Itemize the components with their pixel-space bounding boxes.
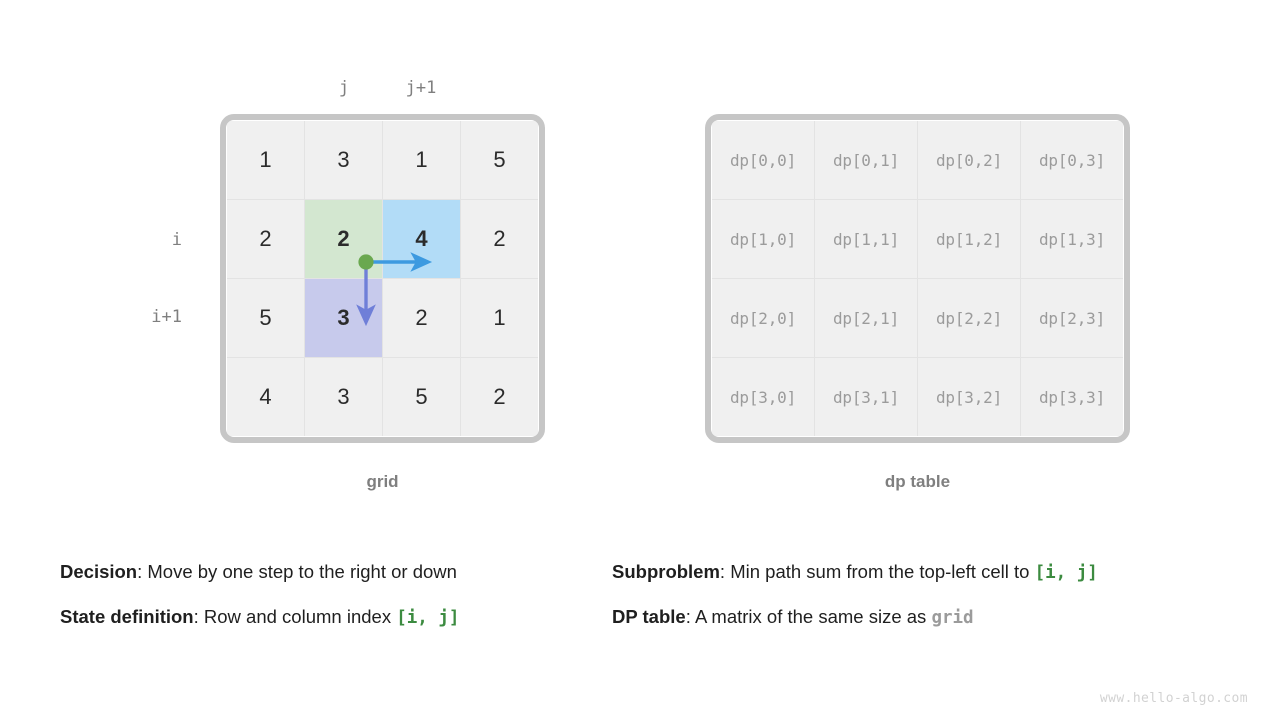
dp-cell-3-3: dp[3,3] — [1021, 358, 1123, 436]
dp-table-matrix: dp[0,0]dp[0,1]dp[0,2]dp[0,3]dp[1,0]dp[1,… — [705, 114, 1130, 443]
dp-cell-0-2: dp[0,2] — [918, 121, 1020, 199]
note-subproblem-code: [i, j] — [1034, 563, 1098, 583]
note-dptable-label: DP table — [612, 606, 686, 627]
note-decision: Decision: Move by one step to the right … — [60, 561, 457, 582]
grid-cell-0-1: 3 — [305, 121, 382, 199]
grid-cell-2-2: 2 — [383, 279, 460, 357]
dp-cell-3-1: dp[3,1] — [815, 358, 917, 436]
grid-caption: grid — [366, 472, 399, 491]
grid-cell-2-1: 3 — [305, 279, 382, 357]
note-state-code: [i, j] — [396, 608, 460, 628]
note-state-text: : Row and column index — [193, 606, 397, 627]
grid-cell-1-0: 2 — [227, 200, 304, 278]
dp-cell-0-3: dp[0,3] — [1021, 121, 1123, 199]
grid-cell-3-1: 3 — [305, 358, 382, 436]
dp-cell-3-2: dp[3,2] — [918, 358, 1020, 436]
grid-cell-1-1: 2 — [305, 200, 382, 278]
note-decision-text: : Move by one step to the right or down — [137, 561, 457, 582]
dp-cell-1-0: dp[1,0] — [712, 200, 814, 278]
dp-cell-1-2: dp[1,2] — [918, 200, 1020, 278]
grid-cell-1-2: 4 — [383, 200, 460, 278]
column-index-label-j1: j+1 — [405, 78, 437, 98]
row-index-label-i1: i+1 — [151, 307, 182, 327]
note-dptable-text: : A matrix of the same size as — [685, 606, 932, 627]
row-index-label-i: i — [171, 230, 182, 250]
grid-cell-1-3: 2 — [461, 200, 538, 278]
note-state-definition: State definition: Row and column index [… — [60, 606, 460, 628]
grid-cell-0-2: 1 — [383, 121, 460, 199]
note-dp-table: DP table: A matrix of the same size as g… — [612, 606, 974, 628]
note-subproblem-text: : Min path sum from the top-left cell to — [719, 561, 1035, 582]
grid-cell-3-3: 2 — [461, 358, 538, 436]
grid-cell-0-0: 1 — [227, 121, 304, 199]
grid-cell-0-3: 5 — [461, 121, 538, 199]
dp-cell-2-1: dp[2,1] — [815, 279, 917, 357]
dp-cell-0-0: dp[0,0] — [712, 121, 814, 199]
dp-cell-0-1: dp[0,1] — [815, 121, 917, 199]
note-subproblem-label: Subproblem — [612, 561, 720, 582]
note-dptable-code: grid — [931, 608, 974, 628]
dp-cell-2-2: dp[2,2] — [918, 279, 1020, 357]
grid-cell-3-0: 4 — [227, 358, 304, 436]
column-index-label-j: j — [338, 78, 350, 98]
dp-cell-2-3: dp[2,3] — [1021, 279, 1123, 357]
note-subproblem: Subproblem: Min path sum from the top-le… — [612, 561, 1098, 583]
dp-table-caption: dp table — [884, 472, 951, 491]
grid-cell-2-0: 5 — [227, 279, 304, 357]
site-watermark: www.hello-algo.com — [1099, 691, 1248, 706]
dp-cell-3-0: dp[3,0] — [712, 358, 814, 436]
note-decision-label: Decision — [60, 561, 138, 582]
grid-cell-2-3: 1 — [461, 279, 538, 357]
dp-cell-1-1: dp[1,1] — [815, 200, 917, 278]
dp-cell-1-3: dp[1,3] — [1021, 200, 1123, 278]
dp-cells-container: dp[0,0]dp[0,1]dp[0,2]dp[0,3]dp[1,0]dp[1,… — [712, 121, 1123, 436]
grid-cell-3-2: 5 — [383, 358, 460, 436]
note-state-label: State definition — [60, 606, 194, 627]
dp-cell-2-0: dp[2,0] — [712, 279, 814, 357]
